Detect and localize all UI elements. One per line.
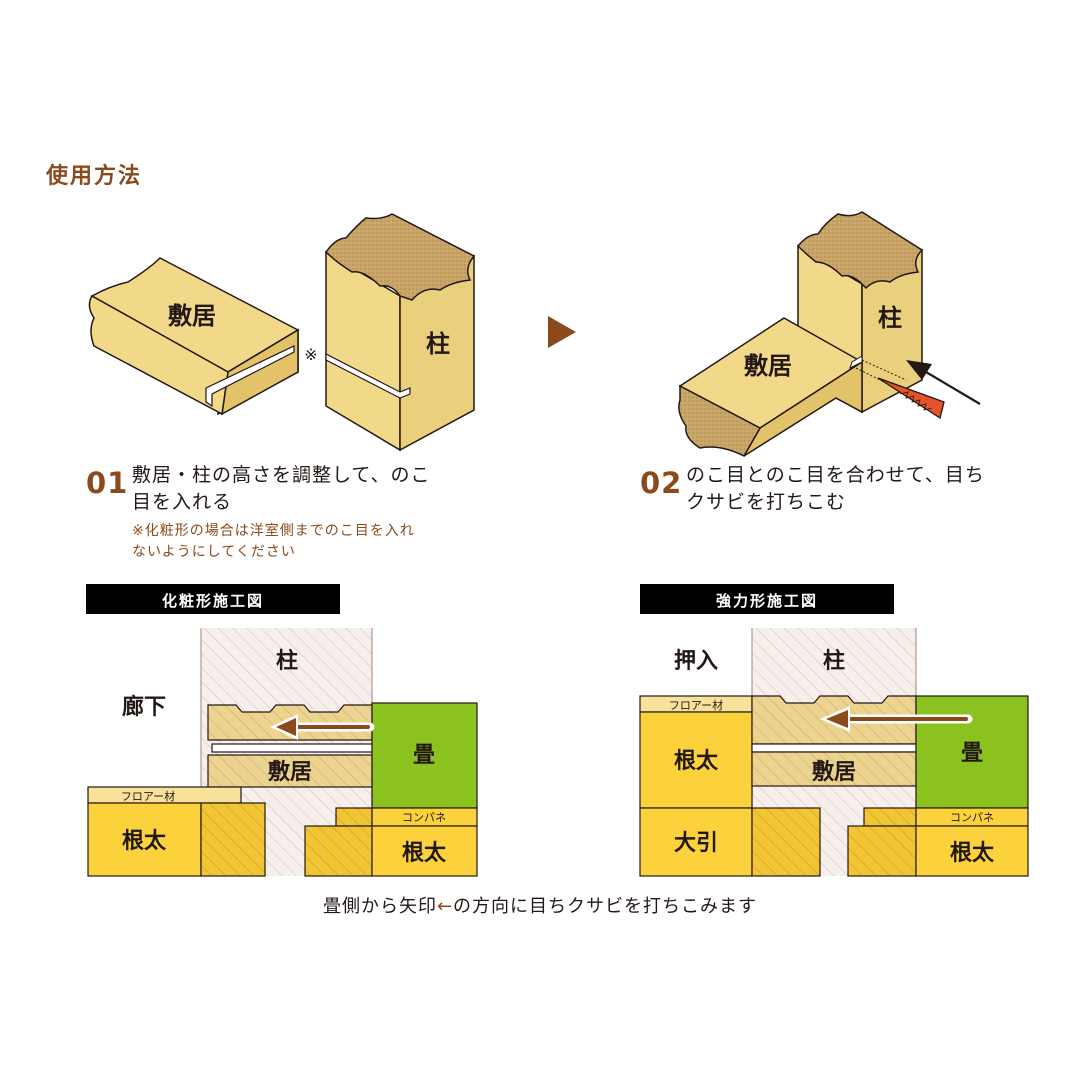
diagram1-header: 化粧形施工図 <box>162 592 264 610</box>
diagram2-beam-label: 大引 <box>674 831 718 856</box>
insert-direction-arrow-icon <box>906 360 981 405</box>
step-1-number: 01 <box>86 466 129 500</box>
diagram1-floor-label: フロアー材 <box>121 789 175 803</box>
pillar-block-1 <box>325 213 476 452</box>
step-1-note-line-2: ないようにしてください <box>132 544 296 560</box>
step-1-text: 敷居・柱の高さを調整して、のこ 目を入れる <box>132 462 492 516</box>
diagram2-panel-label: コンパネ <box>950 811 994 824</box>
diagram2-floor-label: フロアー材 <box>669 698 723 712</box>
diagram1-joist-left-label: 根太 <box>122 829 167 854</box>
sill-block-1 <box>88 257 300 416</box>
diagram2-tatami-label: 畳 <box>961 741 983 766</box>
step-1-line-2: 目を入れる <box>132 491 233 513</box>
caption-before: 畳側から矢印 <box>322 896 437 917</box>
step-2-line-2: クサビを打ちこむ <box>686 491 847 513</box>
diagram1-pillar-label: 柱 <box>276 649 298 674</box>
diagram1-corridor-label: 廊下 <box>122 694 166 720</box>
assembly-block-2 <box>678 211 945 457</box>
bottom-caption: 畳側から矢印←の方向に目ちクサビを打ちこみます <box>0 892 1080 918</box>
step-2-text: のこ目とのこ目を合わせて、目ち クサビを打ちこむ <box>686 462 1056 516</box>
step-1-note: ※化粧形の場合は洋室側までのこ目を入れ ないようにしてください <box>132 521 492 563</box>
pillar-label-1: 柱 <box>426 330 450 358</box>
diagram1-sill-label: 敷居 <box>268 759 312 785</box>
step-1-note-line-1: ※化粧形の場合は洋室側までのこ目を入れ <box>132 523 415 539</box>
pillar-label-2: 柱 <box>878 304 902 332</box>
diagram2-sill-label: 敷居 <box>812 759 856 785</box>
diagram2-header: 強力形施工図 <box>716 592 818 610</box>
sill-label-2: 敷居 <box>744 352 792 380</box>
caption-after: の方向に目ちクサビを打ちこみます <box>453 896 758 917</box>
diagram2-closet-label: 押入 <box>674 648 718 674</box>
step-2-number: 02 <box>640 466 683 500</box>
diagram-strong-type <box>639 584 1029 877</box>
diagram2-joist-right-label: 根太 <box>950 841 995 866</box>
diagram2-joist-left-label: 根太 <box>674 749 719 774</box>
diagram1-joist-right-label: 根太 <box>402 841 447 866</box>
page-title: 使用方法 <box>46 164 143 189</box>
step-1-line-1: 敷居・柱の高さを調整して、のこ <box>132 464 431 486</box>
diagram2-pillar-label: 柱 <box>823 649 845 674</box>
sill-label-1: 敷居 <box>168 302 216 330</box>
diagram-decorative-type <box>86 584 478 877</box>
caption-arrow-icon: ← <box>436 896 454 917</box>
diagram1-panel-label: コンパネ <box>402 811 446 824</box>
step-2-line-1: のこ目とのこ目を合わせて、目ち <box>686 464 985 486</box>
note-mark: ※ <box>304 345 317 364</box>
diagram1-tatami-label: 畳 <box>413 743 435 768</box>
next-step-triangle-icon <box>548 316 576 348</box>
